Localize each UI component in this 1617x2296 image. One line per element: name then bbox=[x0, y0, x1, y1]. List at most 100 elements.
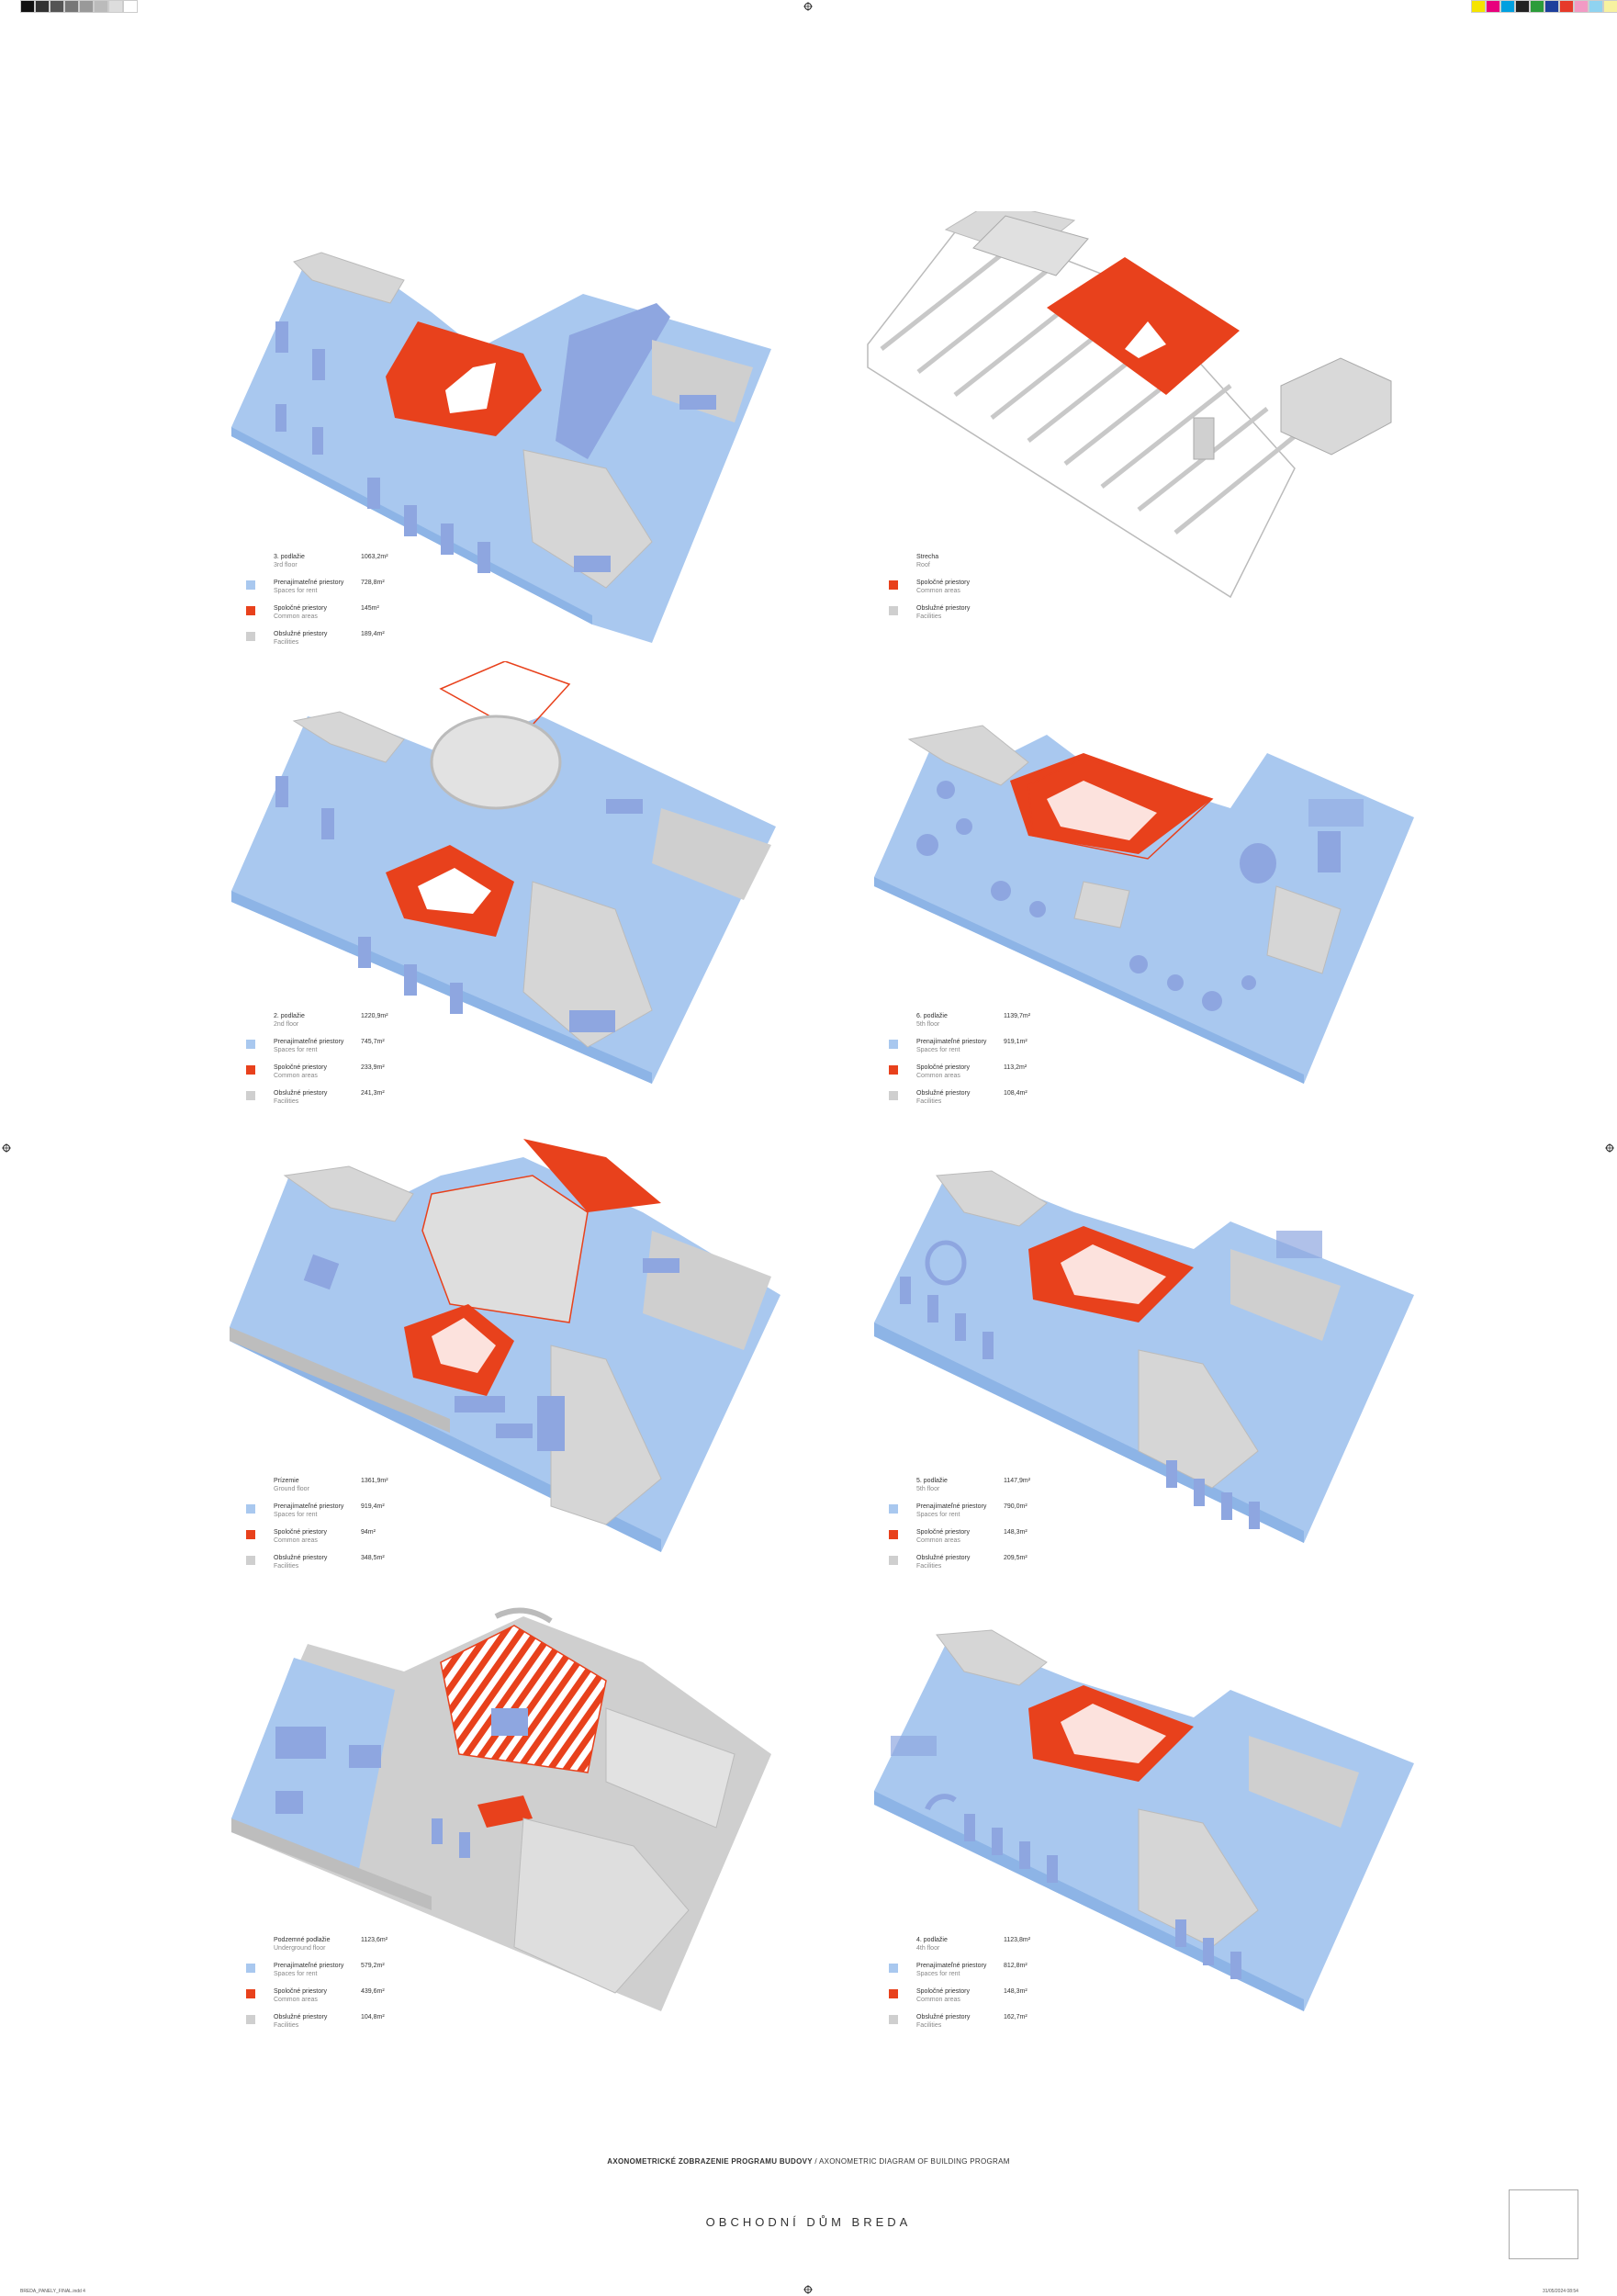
legend-value: 108,4m² bbox=[1004, 1090, 1027, 1097]
facilities-swatch bbox=[246, 1556, 255, 1565]
legend-sublabel: Facilities bbox=[916, 613, 942, 620]
legend-value: 104,8m² bbox=[361, 2014, 385, 2020]
floor-name-en: 2nd floor bbox=[274, 1021, 299, 1028]
legend-label: Spoločné priestory bbox=[274, 1988, 327, 1995]
legend-label: Spoločné priestory bbox=[274, 1529, 327, 1536]
floor-total-area: 1147,9m² bbox=[1004, 1478, 1031, 1484]
legend-value: 790,0m² bbox=[1004, 1503, 1027, 1510]
floor-total-area: 1361,9m² bbox=[361, 1478, 388, 1484]
common-swatch bbox=[889, 1989, 898, 1998]
floor-name-en: Roof bbox=[916, 562, 930, 568]
legend-label: Prenajímateľné priestory bbox=[274, 1963, 344, 1969]
legend-value: 189,4m² bbox=[361, 631, 385, 637]
legend-label: Prenajímateľné priestory bbox=[274, 1039, 344, 1045]
legend-sublabel: Spaces for rent bbox=[916, 1047, 960, 1053]
legend-value: 745,7m² bbox=[361, 1039, 385, 1045]
legend-value: 148,3m² bbox=[1004, 1988, 1027, 1995]
axonometric-6th-floor bbox=[874, 725, 1414, 1084]
legend-label: Obslužné priestory bbox=[274, 1090, 328, 1097]
legend-label: Obslužné priestory bbox=[274, 631, 328, 637]
floor-name-en: Underground floor bbox=[274, 1945, 326, 1952]
rent-swatch bbox=[246, 1964, 255, 1973]
floor-name: 4. podlažie bbox=[916, 1937, 948, 1943]
legend-label: Spoločné priestory bbox=[916, 1988, 970, 1995]
grayscale-calibration-bar bbox=[20, 0, 138, 13]
rent-swatch bbox=[246, 1504, 255, 1514]
common-swatch bbox=[889, 580, 898, 590]
facilities-swatch bbox=[889, 2015, 898, 2024]
floor-name: Podzemné podlažie bbox=[274, 1937, 331, 1943]
legend-value: 348,5m² bbox=[361, 1555, 385, 1561]
facilities-swatch bbox=[246, 632, 255, 641]
legend-sublabel: Spaces for rent bbox=[274, 1047, 318, 1053]
facilities-swatch bbox=[889, 606, 898, 615]
legend-sublabel: Common areas bbox=[274, 1997, 318, 2003]
legend-sublabel: Facilities bbox=[274, 2022, 299, 2029]
facilities-swatch bbox=[889, 1556, 898, 1565]
legend-label: Spoločné priestory bbox=[916, 1529, 970, 1536]
legend-value: 728,8m² bbox=[361, 580, 385, 586]
rent-swatch bbox=[889, 1504, 898, 1514]
legend-sublabel: Facilities bbox=[274, 1098, 299, 1105]
legend-sublabel: Spaces for rent bbox=[274, 1971, 318, 1977]
legend-value: 145m² bbox=[361, 605, 379, 612]
legend-value: 113,2m² bbox=[1004, 1064, 1027, 1071]
legend-label: Prenajímateľné priestory bbox=[274, 1503, 344, 1510]
legend-sublabel: Facilities bbox=[274, 639, 299, 646]
legend-label: Prenajímateľné priestory bbox=[274, 580, 344, 586]
floor-name-en: 5th floor bbox=[916, 1021, 940, 1028]
floor-name: 6. podlažie bbox=[916, 1013, 948, 1019]
floor-name: 5. podlažie bbox=[916, 1478, 948, 1484]
legend-sublabel: Common areas bbox=[916, 1537, 960, 1544]
legend-sublabel: Common areas bbox=[916, 588, 960, 594]
common-swatch bbox=[246, 606, 255, 615]
common-swatch bbox=[889, 1530, 898, 1539]
diagram-subtitle-sk: AXONOMETRICKÉ ZOBRAZENIE PROGRAMU BUDOVY bbox=[607, 2157, 813, 2166]
common-swatch bbox=[889, 1065, 898, 1075]
legend-value: 439,6m² bbox=[361, 1988, 385, 1995]
print-slug-right: 31/05/2024 08:54 bbox=[1543, 2289, 1578, 2294]
legend-value: 241,3m² bbox=[361, 1090, 385, 1097]
floor-name-en: 3rd floor bbox=[274, 562, 298, 568]
legend-label: Obslužné priestory bbox=[916, 605, 971, 612]
axonometric-ground-floor bbox=[230, 1139, 780, 1552]
common-swatch bbox=[246, 1989, 255, 1998]
facilities-swatch bbox=[246, 2015, 255, 2024]
legend-sublabel: Common areas bbox=[274, 1537, 318, 1544]
facilities-swatch bbox=[246, 1091, 255, 1100]
diagram-subtitle: AXONOMETRICKÉ ZOBRAZENIE PROGRAMU BUDOVY… bbox=[0, 2157, 1617, 2166]
legend-sublabel: Facilities bbox=[274, 1563, 299, 1570]
common-swatch bbox=[246, 1530, 255, 1539]
legend-label: Obslužné priestory bbox=[916, 2014, 971, 2020]
legend-sublabel: Facilities bbox=[916, 1098, 942, 1105]
floor-total-area: 1123,6m² bbox=[361, 1937, 388, 1943]
axonometric-5th-floor bbox=[874, 1170, 1414, 1543]
legend-sublabel: Common areas bbox=[916, 1073, 960, 1079]
legend-label: Prenajímateľné priestory bbox=[916, 1963, 987, 1969]
rent-swatch bbox=[246, 580, 255, 590]
color-calibration-bar bbox=[1471, 0, 1617, 13]
axonometric-roof bbox=[867, 211, 1392, 599]
axonometric-2nd-floor bbox=[231, 661, 776, 1084]
legend-label: Spoločné priestory bbox=[274, 605, 327, 612]
